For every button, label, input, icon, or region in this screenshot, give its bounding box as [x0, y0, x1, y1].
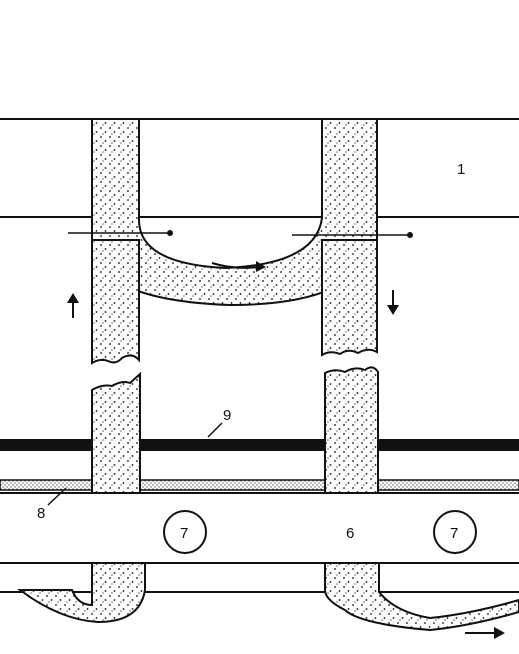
left-pipe-upper — [91, 239, 140, 365]
label-9: 9 — [223, 407, 231, 424]
arrow-right-bottom — [465, 627, 505, 639]
leader-8 — [47, 487, 67, 506]
bottom-right-pipe — [324, 562, 519, 632]
right-pin-head — [407, 232, 413, 238]
black-band — [0, 439, 519, 451]
left-pipe-lower — [91, 371, 141, 494]
arrow-right-top — [211, 261, 266, 272]
roller-left — [163, 510, 207, 554]
right-pipe-lower — [324, 366, 379, 494]
label-6: 6 — [346, 525, 354, 542]
label-1: 1 — [457, 161, 465, 178]
dotted-base-layer — [0, 479, 519, 491]
bottom-left-pipe — [16, 562, 146, 624]
left-pin-head — [167, 230, 173, 236]
leader-9 — [207, 422, 223, 438]
label-8: 8 — [37, 505, 45, 522]
arrow-up-left — [67, 293, 79, 318]
right-pipe-upper — [321, 239, 378, 357]
roller-right — [433, 510, 477, 554]
arrow-down-right — [387, 290, 399, 315]
label-7-right: 7 — [450, 525, 458, 542]
label-7-left: 7 — [180, 525, 188, 542]
